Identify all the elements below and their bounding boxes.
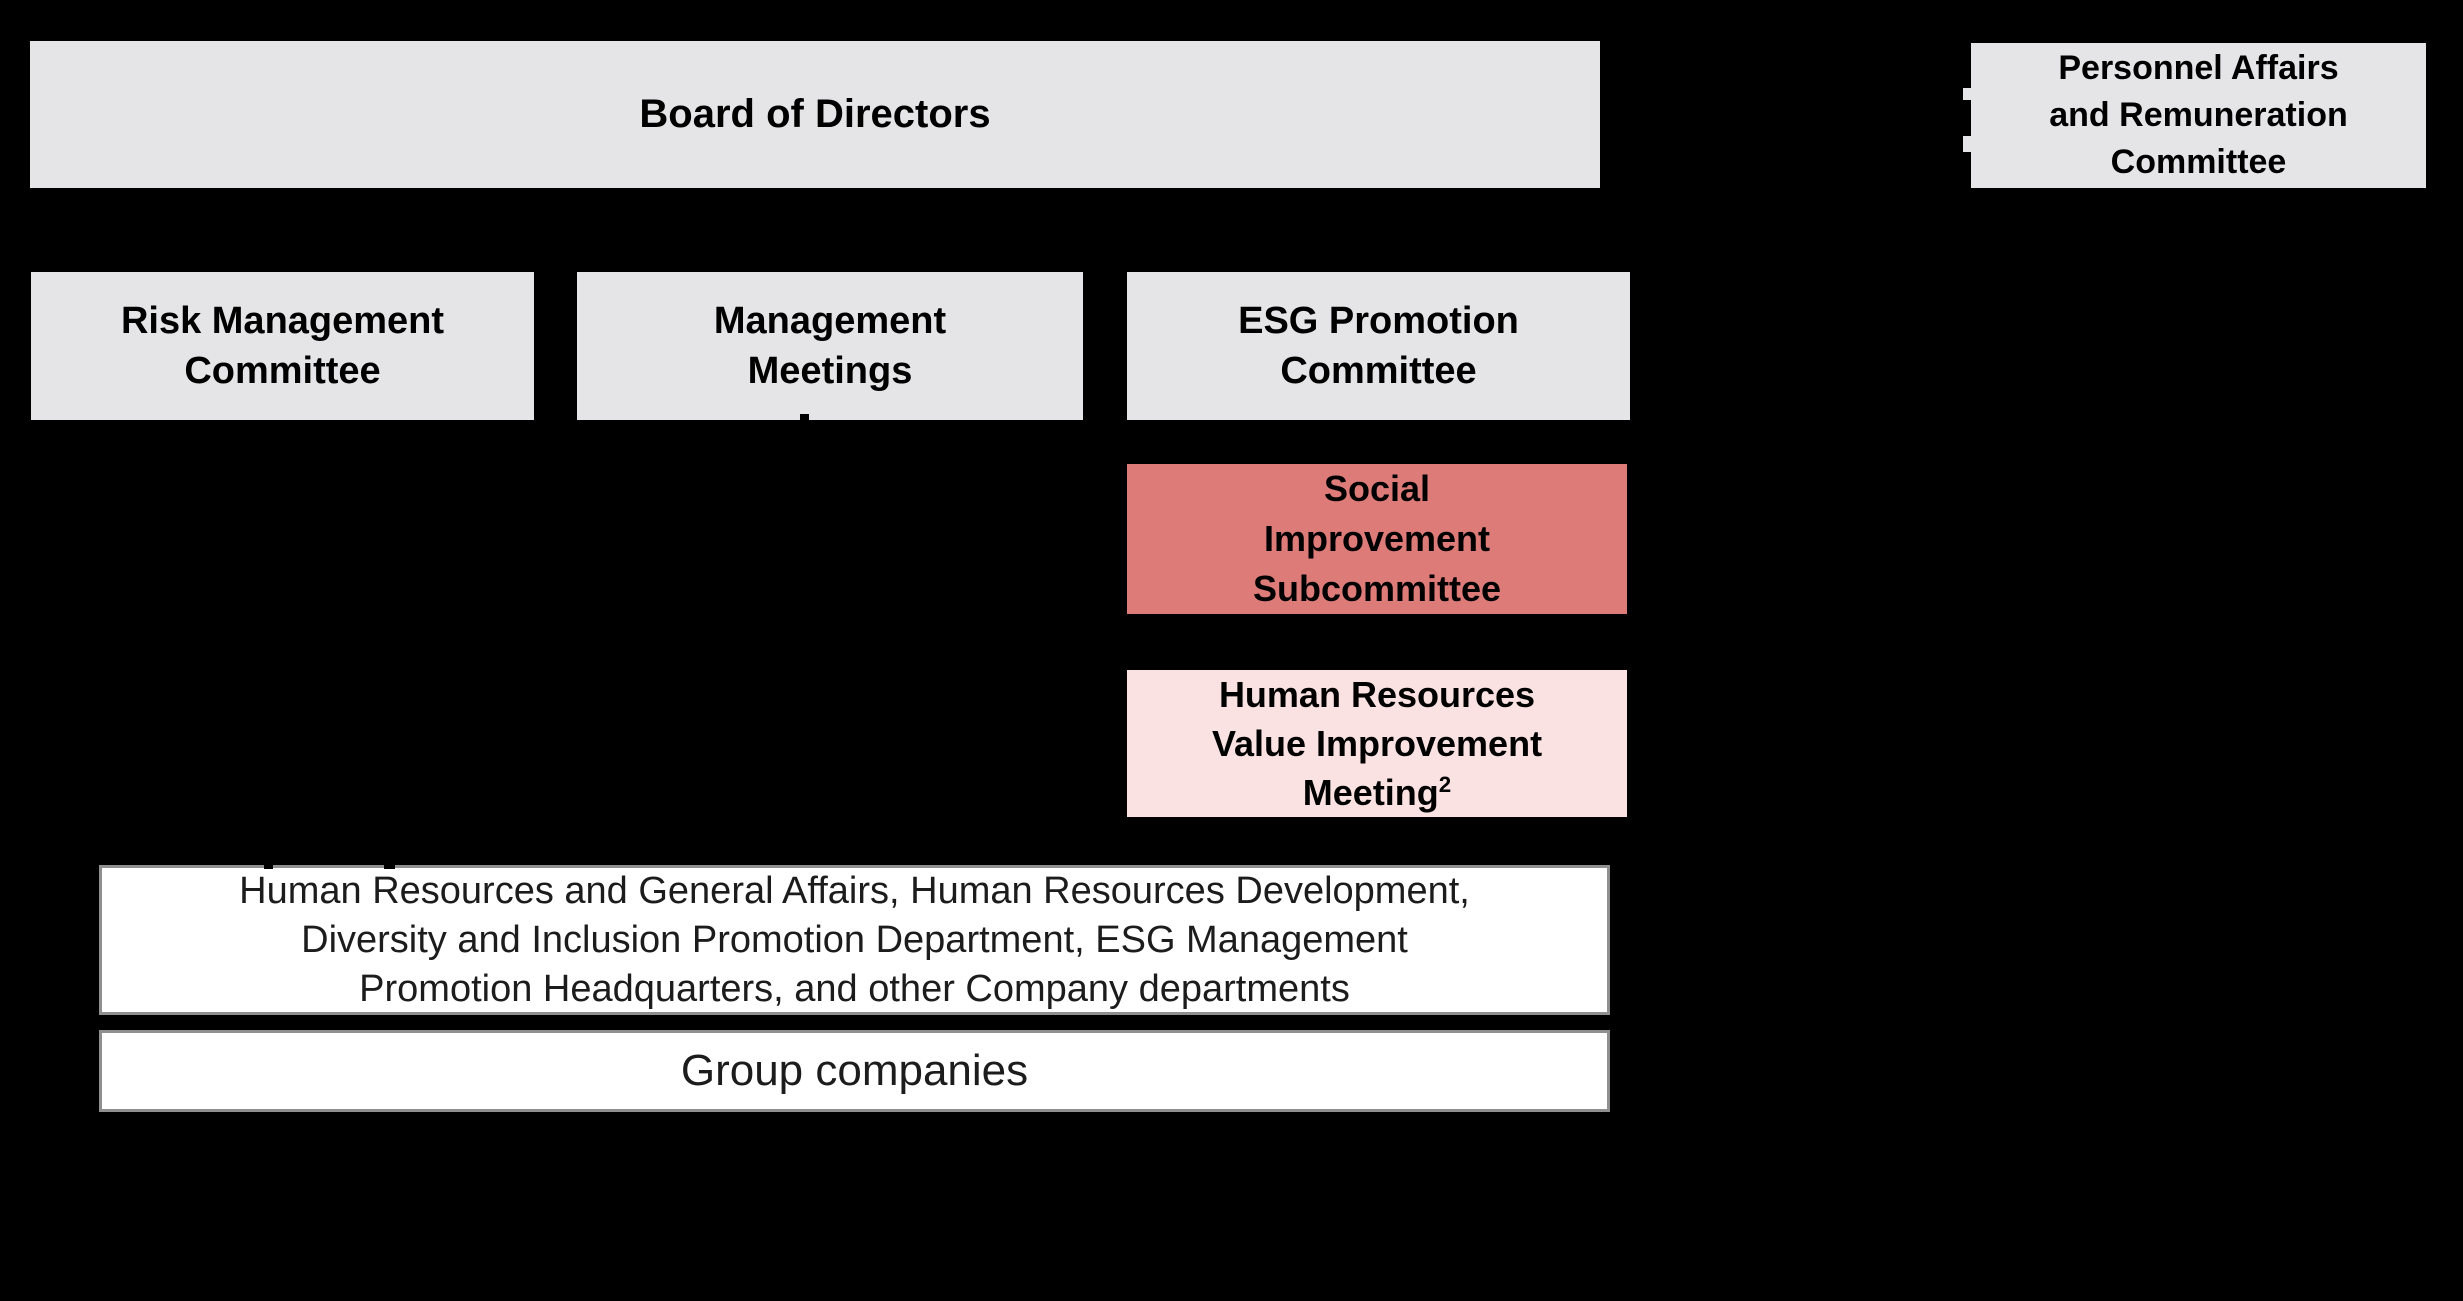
- box-company-departments: Human Resources and General Affairs, Hum…: [99, 865, 1610, 1015]
- box-board-of-directors: Board of Directors: [30, 41, 1600, 188]
- hr-value-meeting-word: Meeting: [1302, 772, 1439, 813]
- personnel-committee-label-line2: and Remuneration: [2049, 96, 2348, 134]
- box-esg-promotion-committee: ESG Promotion Committee: [1127, 272, 1630, 420]
- connector-fragment-left-of-personnel-box-lower: [1963, 136, 1973, 152]
- social-subcommittee-label-line3: Subcommittee: [1252, 568, 1502, 609]
- hr-value-meeting-label-line1: Human Resources: [1218, 674, 1536, 715]
- text-fragment-on-departments-box-top-border-1: [264, 861, 273, 869]
- esg-committee-label-line2: Committee: [1280, 350, 1477, 392]
- personnel-committee-label-line3: Committee: [2110, 143, 2287, 181]
- risk-committee-label-line1: Risk Management: [120, 300, 445, 342]
- connector-fragment-below-management-meetings: [800, 414, 809, 422]
- board-of-directors-label: Board of Directors: [639, 92, 991, 136]
- esg-committee-label-line1: ESG Promotion: [1238, 300, 1519, 342]
- hr-value-meeting-label-line2: Value Improvement: [1211, 723, 1543, 764]
- text-fragment-on-departments-box-top-border-2: [384, 861, 395, 869]
- social-subcommittee-label-line2: Improvement: [1263, 518, 1491, 559]
- box-management-meetings: Management Meetings: [577, 272, 1083, 420]
- box-personnel-affairs-remuneration-committee: Personnel Affairs and Remuneration Commi…: [1971, 43, 2426, 188]
- personnel-committee-label-line1: Personnel Affairs: [2058, 49, 2339, 87]
- box-social-improvement-subcommittee: Social Improvement Subcommittee: [1127, 464, 1627, 614]
- social-subcommittee-label-line1: Social: [1323, 468, 1431, 509]
- management-meetings-label-line2: Meetings: [747, 350, 913, 392]
- departments-label-line3: Promotion Headquarters, and other Compan…: [359, 967, 1350, 1010]
- connector-fragment-left-of-personnel-box-upper: [1963, 88, 1973, 100]
- departments-label-line1: Human Resources and General Affairs, Hum…: [239, 869, 1470, 912]
- box-risk-management-committee: Risk Management Committee: [31, 272, 534, 420]
- hr-value-meeting-footnote-marker: 2: [1438, 772, 1452, 797]
- group-companies-label: Group companies: [680, 1046, 1029, 1095]
- risk-committee-label-line2: Committee: [184, 350, 381, 392]
- departments-label-line2: Diversity and Inclusion Promotion Depart…: [301, 918, 1408, 961]
- box-human-resources-value-improvement-meeting: Human Resources Value Improvement Meetin…: [1127, 670, 1627, 817]
- management-meetings-label-line1: Management: [713, 300, 947, 342]
- hr-value-meeting-label-line3: Meeting2: [1303, 768, 1451, 817]
- box-group-companies: Group companies: [99, 1030, 1610, 1112]
